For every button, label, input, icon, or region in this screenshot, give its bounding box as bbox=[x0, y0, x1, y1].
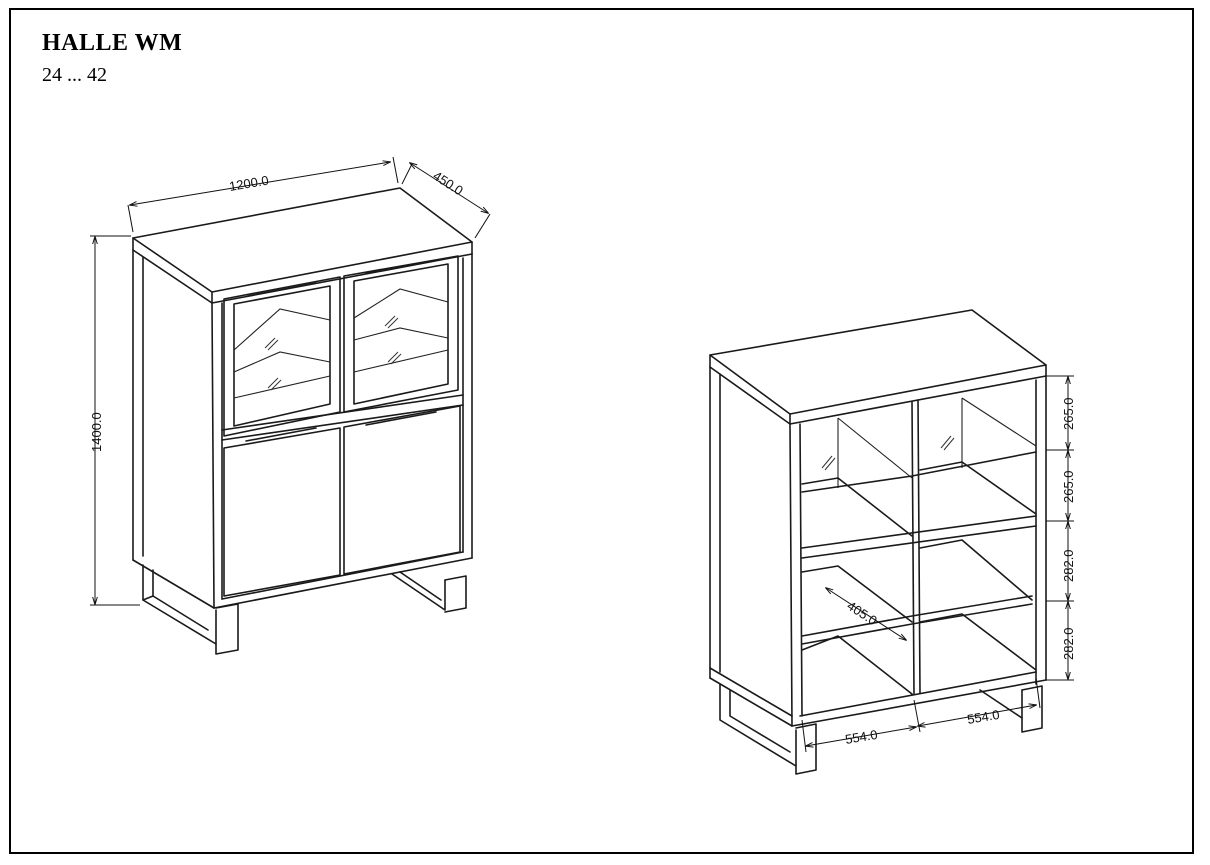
height-label: 1400.0 bbox=[89, 412, 104, 452]
width-label: 1200.0 bbox=[228, 173, 270, 194]
inner-width-right-label: 554.0 bbox=[966, 707, 1001, 727]
cabinet-open-view bbox=[709, 309, 1047, 775]
dimension-inner-widths: 554.0 554.0 bbox=[801, 677, 1041, 753]
depth-label: 450.0 bbox=[430, 168, 465, 198]
dimension-height: 1400.0 bbox=[89, 235, 140, 606]
shelf-4-label: 282.0 bbox=[1061, 627, 1076, 660]
dimension-depth: 450.0 bbox=[401, 163, 491, 239]
page-title: HALLE WM bbox=[42, 30, 183, 56]
page-subtitle: 24 ... 42 bbox=[42, 64, 107, 86]
dimension-width: 1200.0 bbox=[127, 156, 399, 233]
shelf-1-label: 265.0 bbox=[1061, 397, 1076, 430]
cabinet-closed-view bbox=[132, 187, 473, 655]
inner-width-left-label: 554.0 bbox=[844, 727, 879, 747]
shelf-2-label: 265.0 bbox=[1061, 470, 1076, 503]
dimension-shelves: 265.0 265.0 282.0 282.0 bbox=[1046, 375, 1076, 681]
inner-depth-label: 405.0 bbox=[844, 598, 879, 628]
shelf-3-label: 282.0 bbox=[1061, 549, 1076, 582]
drawing-frame bbox=[9, 8, 1194, 854]
